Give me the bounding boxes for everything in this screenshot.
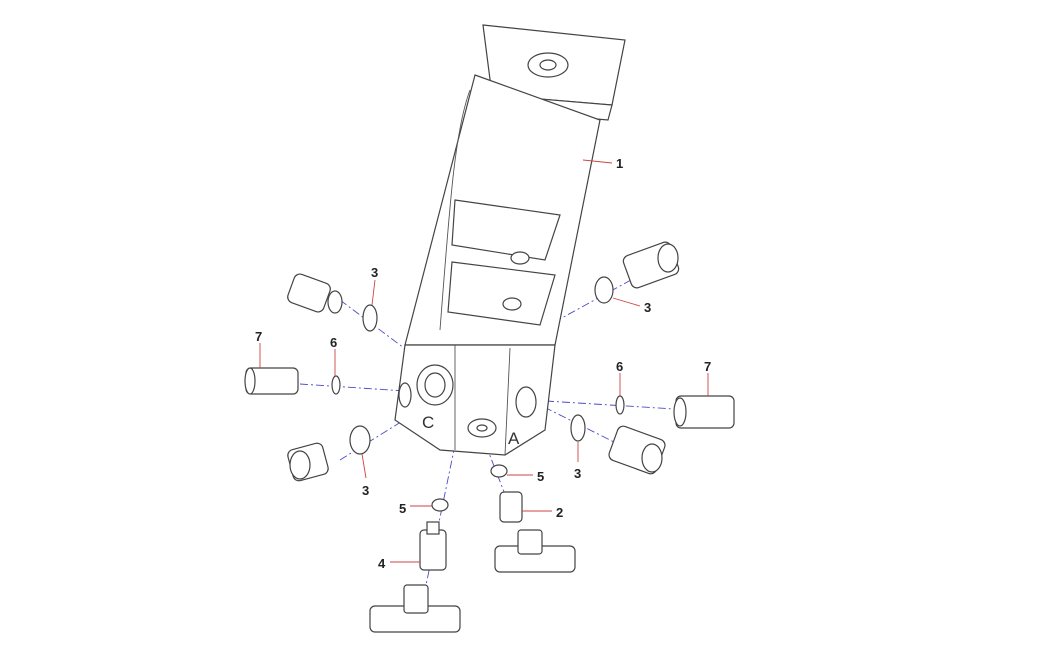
callout-4: 4 <box>378 556 386 571</box>
nipple-fitting-2 <box>499 491 523 523</box>
o-rings <box>331 276 625 512</box>
callout-7-right: 7 <box>704 359 711 374</box>
callout-1: 1 <box>616 156 623 171</box>
callout-6-left: 6 <box>330 335 337 350</box>
callout-5-right: 5 <box>537 469 544 484</box>
nipple-fitting-4 <box>419 521 447 571</box>
tee-fitting-lower <box>369 584 461 633</box>
connector-left <box>244 367 299 395</box>
callout-3-lower-left: 3 <box>362 483 369 498</box>
callout-3-upper-left: 3 <box>371 265 378 280</box>
tee-fitting-right <box>494 529 576 573</box>
fittings <box>244 241 735 633</box>
port-label-a: A <box>508 429 520 448</box>
callout-5-left: 5 <box>399 501 406 516</box>
leader-lines <box>259 279 709 563</box>
elbow-fitting-lower-left <box>287 442 329 482</box>
connector-right <box>673 395 735 429</box>
callout-3-lower-right: 3 <box>574 466 581 481</box>
callout-3-upper-right: 3 <box>644 300 651 315</box>
valve-body-part-1 <box>394 24 626 456</box>
callout-7-left: 7 <box>255 329 262 344</box>
callout-2: 2 <box>556 505 563 520</box>
elbow-fitting-upper-right <box>622 241 680 289</box>
port-label-c: C <box>422 413 434 432</box>
elbow-fitting-lower-right <box>608 425 666 475</box>
elbow-fitting-upper-left <box>287 273 343 314</box>
callout-6-right: 6 <box>616 359 623 374</box>
